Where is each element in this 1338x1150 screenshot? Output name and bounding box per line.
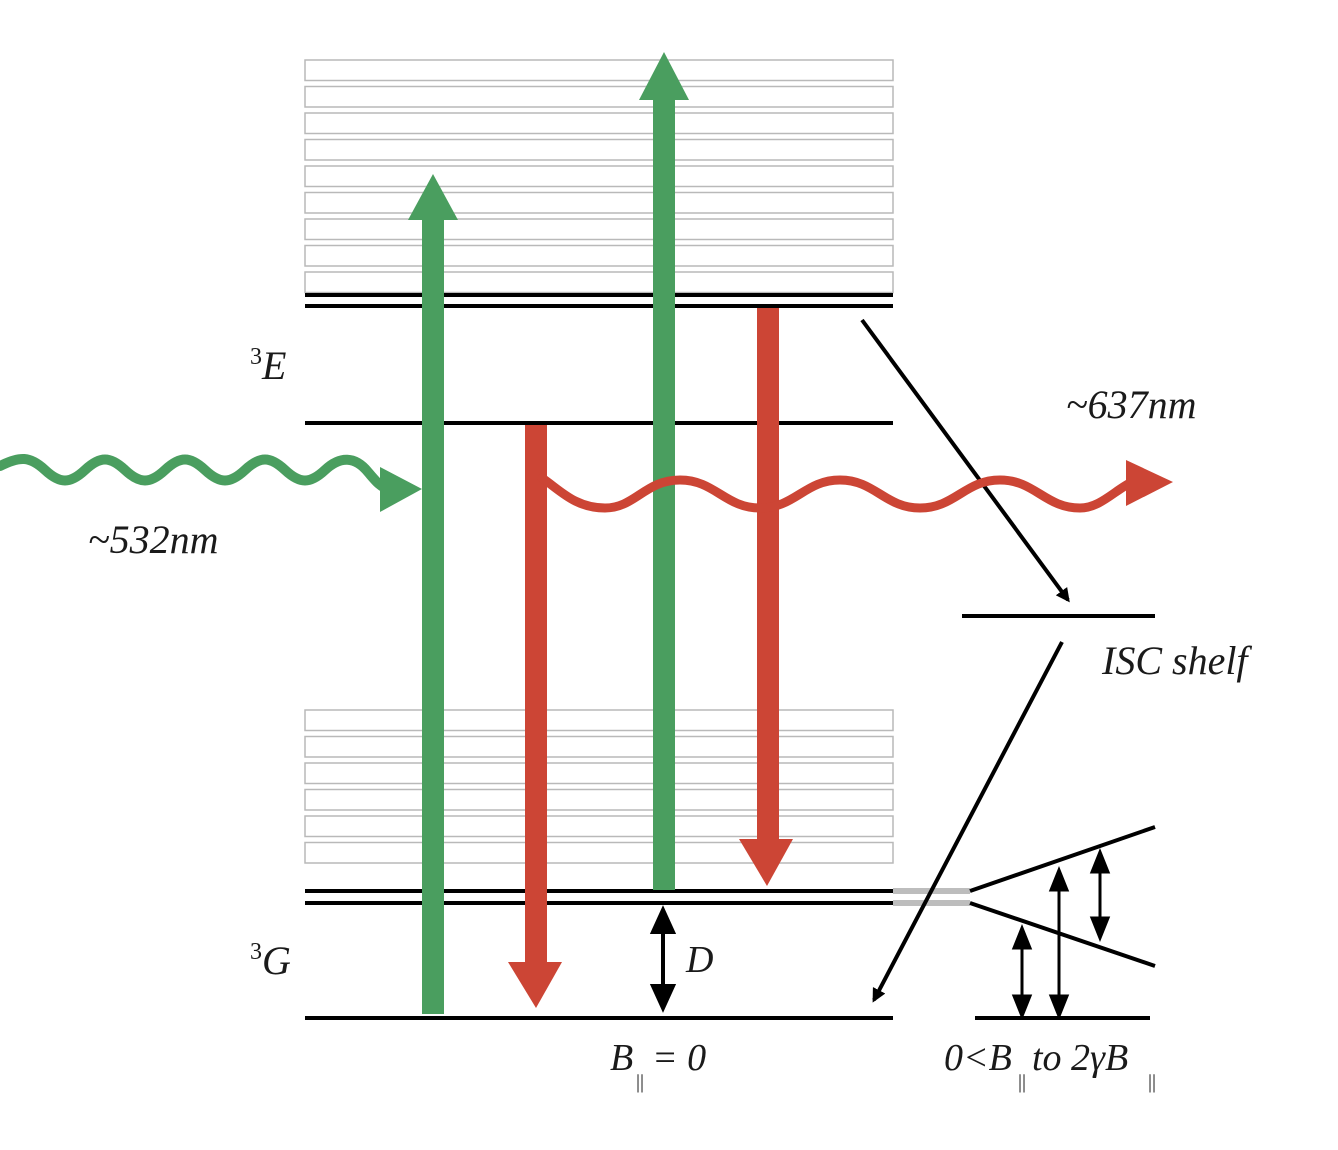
field-zero-b: B <box>610 1037 633 1079</box>
zeeman-splitting-fan <box>969 825 1156 968</box>
zero-field-splitting-label: D <box>685 939 713 981</box>
field-range-subscript-2: || <box>1148 1071 1156 1093</box>
excitation-arrows <box>408 52 689 1014</box>
ground-state-symbol: G <box>262 938 291 983</box>
field-zero-label: B || = 0 <box>610 1037 706 1093</box>
field-range-label: 0<B || to 2γB || <box>944 1037 1156 1093</box>
state-label-excited: 3 E <box>250 343 286 388</box>
ground-vibrational-sublevel <box>304 788 894 811</box>
emission-arrow-left <box>508 425 562 1008</box>
field-range-prefix: 0<B <box>944 1037 1012 1079</box>
zeeman-ms-minus1-line <box>969 901 1156 968</box>
field-range-middle: to 2γB <box>1032 1037 1128 1079</box>
excited-vibrational-sublevel <box>304 85 894 108</box>
zeeman-transition-arrows <box>1011 847 1111 1021</box>
excitation-arrow-right <box>639 52 689 890</box>
isc-shelf-label: ISC shelf <box>1101 638 1252 683</box>
state-label-ground: 3 G <box>250 938 291 983</box>
excitation-arrow-left <box>408 174 458 1014</box>
excitation-wavelength-label: ~532nm <box>88 517 219 562</box>
field-range-subscript-1: || <box>1018 1071 1026 1093</box>
outgoing-photon-637nm <box>537 460 1173 513</box>
excited-state-superscript: 3 <box>250 344 262 370</box>
excited-state-symbol: E <box>261 343 286 388</box>
intersystem-crossing-arrows <box>860 318 1070 1003</box>
ground-vibrational-sublevel <box>304 841 894 864</box>
ground-vibrational-sublevel <box>304 815 894 838</box>
excited-vibrational-sublevel <box>304 112 894 135</box>
isc-arrow-to-ground <box>872 641 1064 1003</box>
zeeman-ms-plus1-line <box>969 825 1156 893</box>
ground-vibrational-sublevel <box>304 762 894 785</box>
excited-vibrational-sublevel <box>304 165 894 188</box>
zeeman-arrow-1 <box>1011 923 1033 1021</box>
field-zero-subscript: || <box>636 1071 644 1093</box>
zeeman-arrow-3 <box>1089 847 1111 943</box>
zeeman-arrow-2 <box>1048 865 1070 1021</box>
excited-vibrational-sublevel <box>304 244 894 267</box>
ground-state-vibrational-band <box>304 709 894 864</box>
incoming-photon-532nm <box>0 454 422 512</box>
ground-state-superscript: 3 <box>250 939 262 965</box>
excited-vibrational-sublevel <box>304 271 894 294</box>
ground-vibrational-sublevel <box>304 735 894 758</box>
excited-vibrational-sublevel <box>304 218 894 241</box>
field-zero-rest: = 0 <box>652 1037 706 1079</box>
excited-state-vibrational-band <box>304 59 894 294</box>
zero-field-splitting-arrow <box>649 905 677 1013</box>
excited-vibrational-sublevel <box>304 138 894 161</box>
emission-arrows <box>508 308 793 1008</box>
energy-levels <box>305 293 1155 1020</box>
isc-arrow-to-shelf <box>860 318 1070 603</box>
excited-vibrational-sublevel <box>304 191 894 214</box>
ground-vibrational-sublevel <box>304 709 894 732</box>
emission-arrow-right <box>739 308 793 886</box>
emission-wavelength-label: ~637nm <box>1066 382 1197 427</box>
excited-vibrational-sublevel <box>304 59 894 82</box>
